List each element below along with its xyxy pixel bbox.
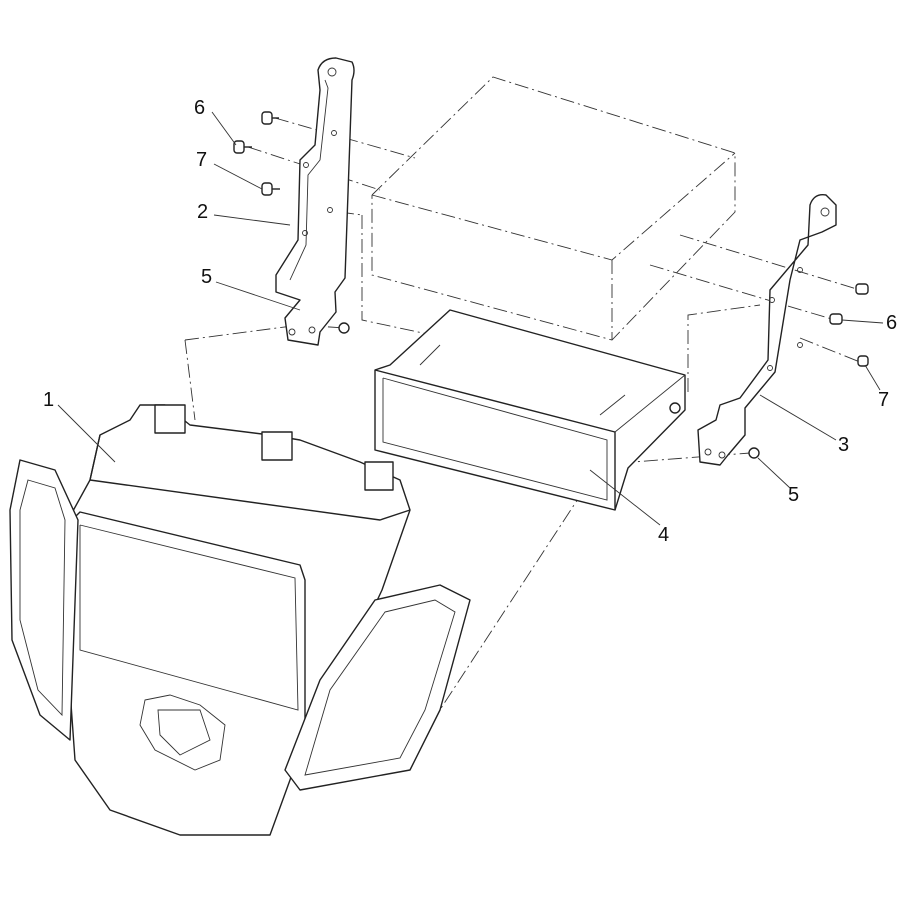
bezel — [9, 404, 471, 836]
callout-6-left: 6 — [194, 97, 206, 119]
callout-7-left: 7 — [196, 149, 208, 171]
right-screws — [748, 283, 869, 459]
right-bracket — [697, 194, 837, 466]
callout-5-left: 5 — [201, 266, 213, 288]
callout-5-right: 5 — [788, 484, 800, 506]
callout-3: 3 — [838, 434, 850, 456]
radio-unit-phantom — [371, 76, 736, 341]
callout-2: 2 — [197, 201, 209, 223]
callout-1: 1 — [43, 389, 55, 411]
left-bracket — [275, 57, 355, 346]
callout-7-right: 7 — [878, 389, 890, 411]
pocket-cage — [374, 309, 686, 511]
callout-6-right: 6 — [886, 312, 898, 334]
callout-4: 4 — [658, 524, 670, 546]
